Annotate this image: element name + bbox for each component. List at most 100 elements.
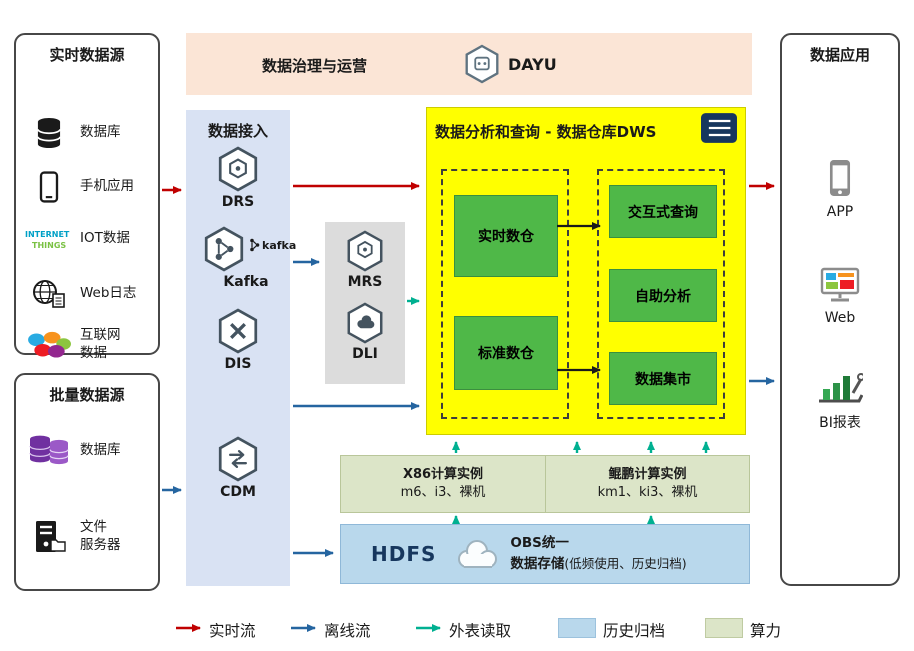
analysis-group: 交互式查询 自助分析 数据集市 [597, 169, 725, 419]
source-item-iot: INTERNET THINGS IOT数据 [24, 227, 158, 251]
x86-title: X86计算实例 [402, 466, 484, 482]
source-item-label: 手机应用 [80, 178, 134, 195]
panel-batch-sources: 批量数据源 数据库 [14, 373, 160, 591]
file-server-icon [36, 520, 66, 552]
cloud-icon [452, 538, 502, 570]
standard-warehouse-box: 标准数仓 [454, 316, 558, 390]
service-name: DRS [221, 194, 255, 210]
obs-line1: OBS统一 [510, 535, 569, 552]
file-server-icon [24, 520, 74, 554]
obs-text: OBS统一 数据存储(低频使用、历史归档) [510, 534, 686, 574]
compute-bar: X86计算实例 m6、i3、裸机 鲲鹏计算实例 km1、ki3、裸机 [340, 455, 750, 513]
service-dli: DLI [325, 302, 405, 362]
mrs-hexagon-icon [347, 230, 383, 272]
hdfs-label: HDFS [371, 542, 437, 566]
service-name: DIS [224, 356, 252, 372]
governance-bar: 数据治理与运营 DAYU [186, 33, 752, 95]
processing-box: MRS DLI [325, 222, 405, 384]
internet-data-icon [24, 331, 74, 359]
kunpeng-compute: 鲲鹏计算实例 km1、ki3、裸机 [545, 456, 749, 512]
service-cdm: CDM [186, 436, 290, 500]
source-item-label: 文件 服务器 [80, 519, 121, 553]
dayu-product: DAYU [464, 44, 557, 84]
service-name: MRS [347, 274, 383, 290]
dayu-hexagon-icon [465, 44, 499, 84]
ingest-title: 数据接入 [207, 122, 268, 140]
source-item-label: Web日志 [80, 285, 137, 302]
mobile-phone-icon [39, 171, 59, 203]
dws-title: 数据分析和查询 - 数据仓库DWS [435, 123, 657, 141]
legend-label-offline-flow: 离线流 [324, 622, 371, 640]
service-name: DLI [352, 346, 378, 362]
legend-swatch-compute-power [705, 618, 743, 638]
dws-list-icon [700, 112, 738, 148]
app-item-label: Web [824, 310, 856, 326]
dis-hexagon-icon [218, 308, 258, 354]
kafka-word: kafka [262, 238, 297, 252]
cdm-hexagon-icon [218, 436, 258, 482]
warehouse-group: 实时数仓 标准数仓 [441, 169, 569, 419]
globe-document-icon [24, 279, 74, 309]
source-item-label: 数据库 [80, 442, 121, 459]
self-service-analysis-box: 自助分析 [609, 269, 717, 322]
iot-word-internet: INTERNET [25, 230, 70, 239]
kafka-hexagon-icon [204, 226, 244, 272]
governance-title: 数据治理与运营 [262, 57, 368, 75]
x86-compute: X86计算实例 m6、i3、裸机 [341, 456, 545, 512]
source-item-label: IOT数据 [80, 230, 130, 247]
dayu-name: DAYU [508, 54, 557, 74]
realtime-sources-title: 实时数据源 [49, 46, 125, 64]
source-item-internet-data: 互联网 数据 [24, 327, 158, 362]
obs-note: (低频使用、历史归档) [564, 556, 687, 572]
app-item-label: BI报表 [819, 415, 861, 431]
ingest-column: 数据接入 DRS Kafka [186, 110, 296, 586]
database-icon [37, 117, 61, 149]
obs-line2: 数据存储 [510, 556, 565, 573]
realtime-warehouse-box: 实时数仓 [454, 195, 558, 277]
batch-sources-title: 批量数据源 [49, 386, 125, 404]
source-item-database: 数据库 [24, 117, 158, 149]
source-item-web-log: Web日志 [24, 279, 158, 309]
legend-label-realtime-flow: 实时流 [209, 622, 256, 640]
source-item-batch-database: 数据库 [24, 433, 158, 469]
dli-hexagon-icon [347, 302, 383, 344]
interactive-query-box: 交互式查询 [609, 185, 717, 238]
kafka-wordmark: kafka [248, 238, 296, 252]
service-name: Kafka [223, 274, 269, 290]
app-item-web: Web [782, 267, 898, 326]
source-item-label: 数据库 [80, 124, 121, 141]
kafka-logo-icon [250, 238, 260, 252]
iot-wordcloud-icon: INTERNET THINGS [25, 230, 70, 250]
panel-realtime-sources: 实时数据源 数据库 手机应用 [14, 33, 160, 361]
data-mart-box: 数据集市 [609, 352, 717, 405]
service-kafka: Kafka [186, 226, 290, 290]
service-dis: DIS [186, 308, 290, 372]
mobile-phone-icon [24, 171, 74, 203]
app-item-label: APP [826, 204, 854, 220]
bi-chart-icon [819, 373, 863, 403]
app-phone-icon [829, 160, 851, 196]
dws-box: 数据分析和查询 - 数据仓库DWS 实时数仓 标准数仓 交互式查询 自助分析 数… [426, 107, 746, 435]
applications-title: 数据应用 [809, 46, 870, 64]
legend-label-external-read: 外表读取 [449, 622, 512, 640]
legend-swatch-history-archive [558, 618, 596, 638]
cloud-icon [458, 540, 498, 568]
purple-databases-icon [29, 435, 69, 465]
iot-word-things: THINGS [32, 241, 66, 250]
legend-label-history-archive: 历史归档 [603, 622, 666, 640]
kunpeng-instances: km1、ki3、裸机 [597, 485, 698, 500]
dws-list-icon [701, 113, 737, 143]
service-drs: DRS [186, 146, 290, 210]
source-item-label: 互联网 数据 [80, 327, 121, 361]
service-mrs: MRS [325, 230, 405, 290]
iot-wordcloud-icon: INTERNET THINGS [24, 227, 74, 251]
panel-applications: 数据应用 APP Web [780, 33, 900, 586]
app-item-app: APP [782, 159, 898, 220]
x86-instances: m6、i3、裸机 [400, 485, 486, 500]
drs-hexagon-icon [218, 146, 258, 192]
service-name: CDM [220, 484, 256, 500]
legend-label-compute-power: 算力 [750, 622, 782, 640]
source-item-file-server: 文件 服务器 [24, 519, 158, 554]
purple-databases-icon [24, 433, 74, 469]
